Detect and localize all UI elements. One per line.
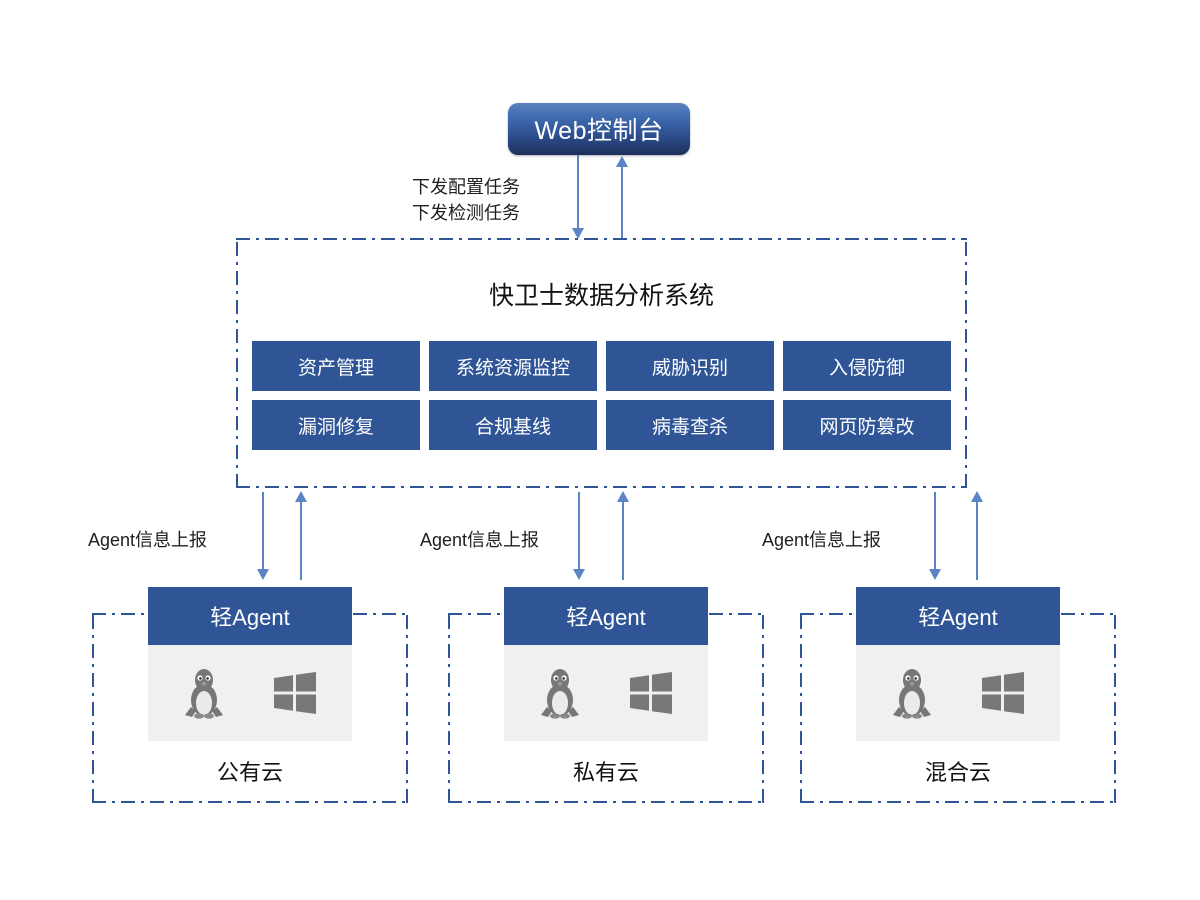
cloud-group-private: 轻Agent [448, 587, 764, 803]
os-panel-hybrid [856, 645, 1060, 741]
linux-penguin-icon [185, 669, 223, 719]
cloud-group-hybrid: 轻Agent [800, 587, 1116, 803]
agent-report-label-private: Agent信息上报 [420, 530, 540, 550]
private-cloud-downlink-arrow-line [578, 492, 580, 570]
agent-header-label: 轻Agent [566, 605, 646, 630]
hybrid-cloud-uplink-arrow-head [971, 491, 983, 502]
cloud-label-hybrid: 混合云 [924, 760, 991, 785]
public-cloud-downlink-arrow-head [257, 569, 269, 580]
hybrid-cloud-downlink-arrow-line [934, 492, 936, 570]
agent-card-hybrid: 轻Agent [856, 587, 1060, 741]
agent-header-hybrid[interactable]: 轻Agent [856, 587, 1060, 645]
linux-penguin-icon [541, 669, 579, 719]
cloud-label-public: 公有云 [216, 760, 283, 785]
console-uplink-arrow-line [621, 166, 623, 240]
agent-card-private: 轻Agent [504, 587, 708, 741]
agent-report-label-hybrid: Agent信息上报 [762, 530, 882, 550]
task-dispatch-detect-label: 下发检测任务 [412, 203, 520, 223]
task-dispatch-config-label: 下发配置任务 [412, 177, 520, 197]
agent-header-private[interactable]: 轻Agent [504, 587, 708, 645]
module-tile-webpage-anti-tamper[interactable]: 网页防篡改 [783, 400, 951, 450]
web-console-node[interactable]: Web控制台 [508, 103, 690, 155]
console-downlink-arrow-head [572, 228, 584, 239]
agent-header-label: 轻Agent [918, 605, 998, 630]
module-tile-vulnerability-repair[interactable]: 漏洞修复 [252, 400, 420, 450]
private-cloud-downlink-arrow-head [573, 569, 585, 580]
windows-logo-icon [982, 672, 1024, 714]
console-downlink-arrow-line [577, 155, 579, 229]
private-cloud-uplink-arrow-head [617, 491, 629, 502]
cloud-group-public: 轻Agent [92, 587, 408, 803]
web-console-label: Web控制台 [534, 117, 664, 145]
analysis-system-container: 快卫士数据分析系统 资产管理 系统资源监控 威胁识别 入侵防御 漏洞修复 合规基… [236, 238, 967, 488]
public-cloud-uplink-arrow-line [300, 500, 302, 580]
public-cloud-downlink-arrow-line [262, 492, 264, 570]
os-panel-public [148, 645, 352, 741]
agent-header-label: 轻Agent [210, 605, 290, 630]
agent-card-public: 轻Agent [148, 587, 352, 741]
module-tile-intrusion-prevention[interactable]: 入侵防御 [783, 341, 951, 391]
agent-header-public[interactable]: 轻Agent [148, 587, 352, 645]
module-tile-system-resource-monitor[interactable]: 系统资源监控 [429, 341, 597, 391]
agent-report-label-public: Agent信息上报 [88, 530, 208, 550]
analysis-system-title: 快卫士数据分析系统 [488, 282, 714, 310]
task-dispatch-labels: 下发配置任务 下发检测任务 [412, 174, 572, 226]
module-tile-row-1: 资产管理 系统资源监控 威胁识别 入侵防御 [252, 341, 951, 391]
hybrid-cloud-downlink-arrow-head [929, 569, 941, 580]
windows-logo-icon [630, 672, 672, 714]
module-tile-threat-detection[interactable]: 威胁识别 [606, 341, 774, 391]
module-tile-virus-scan[interactable]: 病毒查杀 [606, 400, 774, 450]
public-cloud-uplink-arrow-head [295, 491, 307, 502]
linux-penguin-icon [893, 669, 931, 719]
module-tile-grid: 资产管理 系统资源监控 威胁识别 入侵防御 漏洞修复 合规基线 病毒查杀 网页防… [252, 341, 951, 450]
module-tile-compliance-baseline[interactable]: 合规基线 [429, 400, 597, 450]
module-tile-row-2: 漏洞修复 合规基线 病毒查杀 网页防篡改 [252, 400, 951, 450]
os-panel-private [504, 645, 708, 741]
windows-logo-icon [274, 672, 316, 714]
hybrid-cloud-uplink-arrow-line [976, 500, 978, 580]
console-uplink-arrow-head [616, 156, 628, 167]
private-cloud-uplink-arrow-line [622, 500, 624, 580]
module-tile-asset-management[interactable]: 资产管理 [252, 341, 420, 391]
cloud-label-private: 私有云 [572, 760, 639, 785]
